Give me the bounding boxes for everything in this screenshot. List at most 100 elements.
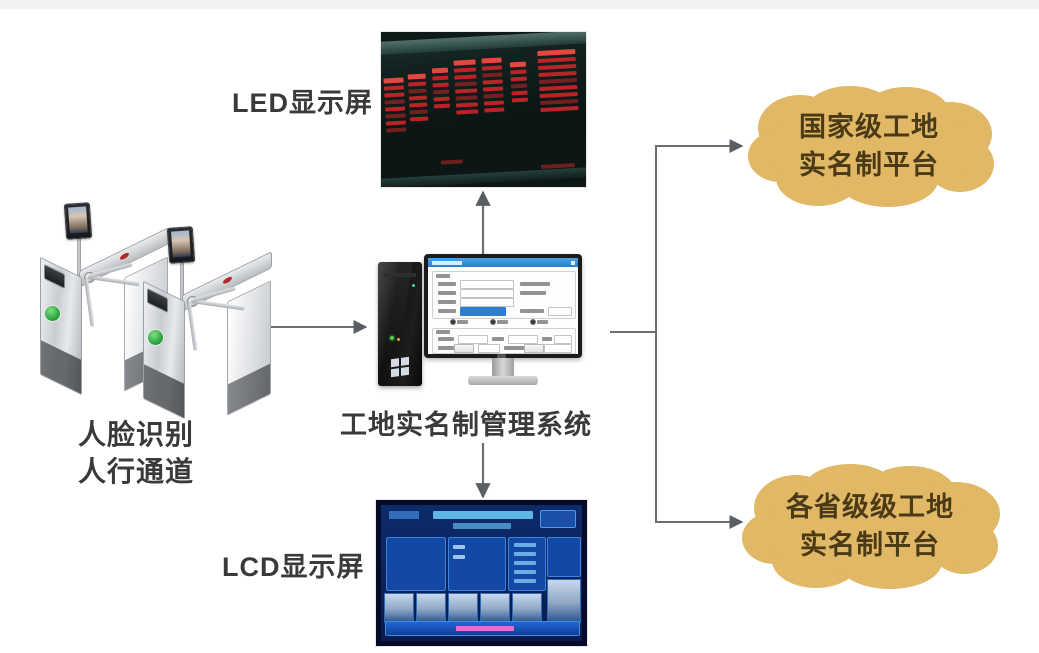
lcd-worker-thumbnail [512,593,542,623]
cloud-provincial-text: 各省级级工地 实名制平台 [732,462,1008,590]
cloud-provincial-line1: 各省级级工地 [786,491,954,522]
led-text-column [383,77,407,135]
lcd-stat-value [453,555,465,559]
pc-activity-led [397,338,400,341]
cloud-national-shape [748,86,994,207]
form-confirm-button[interactable] [454,344,474,353]
face-preview-image [171,230,191,258]
lcd-logo [389,511,419,519]
cloud-national-line2: 实名制平台 [799,150,939,180]
radio-option[interactable] [490,319,496,325]
pc-tower-photo [378,262,422,386]
form-field-label [438,291,456,295]
turnstile-cabinet-base [41,340,81,394]
radio-option[interactable] [530,319,536,325]
pc-status-led [412,284,415,287]
led-text-column [481,57,505,115]
form-field-label [520,291,546,295]
form-title-text [432,260,462,265]
windows-logo-icon [391,356,409,378]
turnstile-photo [30,202,272,420]
face-preview-image [68,206,88,234]
form-field-label [438,309,456,313]
radio-option[interactable] [450,319,456,325]
turnstile-camera-pole [180,243,184,305]
face-recognition-tablet [166,226,196,264]
lcd-list-item [514,579,536,583]
lcd-clock-widget [540,510,576,528]
form-field-label [520,282,550,286]
radio-label [497,320,508,324]
pc-optical-drive [384,273,416,277]
lcd-display-label: LCD显示屏 [222,552,365,582]
led-display-label: LED显示屏 [232,88,373,118]
monitor-stand-base [468,376,538,385]
pass-indicator-icon [44,305,61,322]
led-text-column [509,61,529,106]
form-field-input[interactable] [478,344,500,353]
monitor-brand-logo [497,354,506,359]
lcd-worker-thumbnail [448,593,478,623]
form-field-input[interactable] [460,289,514,298]
lcd-display-photo [376,500,587,646]
turnstile-side-panel [227,280,271,416]
led-text-column [453,59,479,117]
form-field-input[interactable] [508,335,538,344]
form-titlebar [428,258,578,267]
form-field-input-selected[interactable] [460,307,506,316]
turnstile-camera-pole [77,219,81,281]
cloud-provincial-shape [742,464,1000,589]
form-field-input[interactable] [460,280,514,289]
lcd-worker-thumbnail [480,593,510,623]
form-section-basic [432,271,576,319]
lcd-ticker-text [456,626,514,631]
lcd-panel [547,537,581,577]
form-field-input[interactable] [460,298,514,307]
led-display-photo [381,32,586,187]
turnstile-label-line1: 人脸识别 [78,419,195,450]
form-field-label [542,337,552,341]
lcd-list-item [514,570,536,574]
lcd-worker-thumbnail [384,593,414,623]
form-cancel-button[interactable] [524,344,544,353]
form-section-label [436,330,450,334]
tripod-arm [84,278,95,327]
lcd-subtitle-text [453,523,511,529]
form-field-input[interactable] [544,344,572,353]
radio-label [537,320,548,324]
lcd-screen [381,505,582,641]
cloud-provincial-platform: 各省级级工地 实名制平台 [732,462,1008,590]
form-field-input[interactable] [554,335,572,344]
form-field-input[interactable] [458,335,488,344]
desktop-monitor-photo [424,254,582,385]
led-text-column [537,48,579,115]
form-field-label [520,309,544,313]
turnstile-label: 人脸识别 人行通道 [78,417,194,491]
connector-system-to-cloud-bus [610,139,744,529]
pass-indicator-icon [147,329,164,346]
lcd-stat-value [453,545,465,549]
lcd-worker-thumbnail [416,593,446,623]
turnstile-label-line2: 人行通道 [78,455,195,487]
led-footer-text [440,159,464,167]
monitor-screen [428,258,578,354]
form-field-label [504,346,540,350]
management-system-label: 工地实名制管理系统 [340,410,592,440]
cloud-national-text: 国家级工地 实名制平台 [738,84,1000,208]
close-icon[interactable] [571,260,575,265]
lcd-title-text [433,511,533,519]
turnstile-top-indicator [120,251,129,261]
cloud-national-line1: 国家级工地 [799,111,939,142]
radio-label [457,320,468,324]
lcd-panel [386,537,446,591]
form-field-dropdown[interactable] [548,307,572,316]
led-text-column [431,67,451,112]
lcd-panel [448,537,506,591]
turnstile-top-indicator [223,275,232,285]
cloud-provincial-line2: 实名制平台 [800,530,940,560]
form-section-label [436,274,450,278]
lcd-list-item [514,543,536,547]
monitor-stand-neck [492,358,514,378]
lcd-worker-thumbnail [547,579,581,623]
